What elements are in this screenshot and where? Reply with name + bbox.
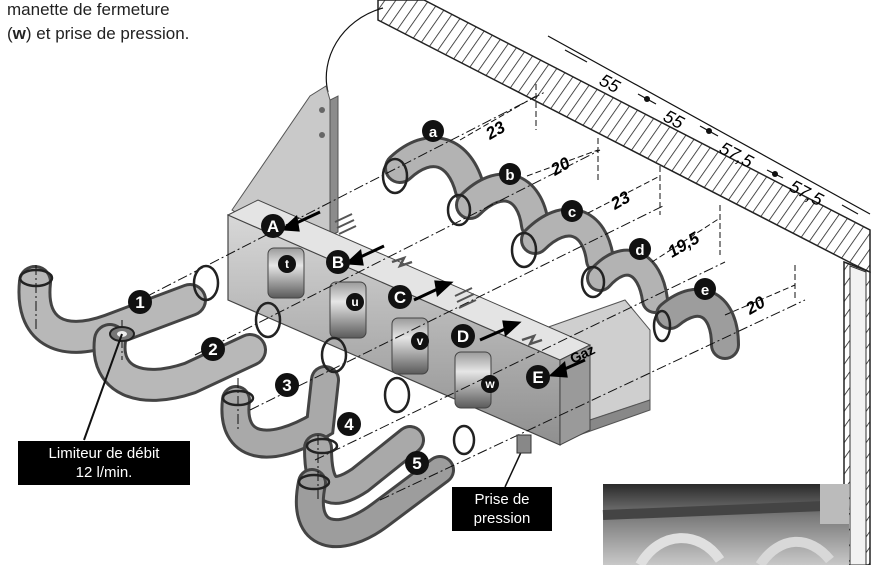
rear-pipes xyxy=(384,136,740,360)
label-A: A xyxy=(267,217,279,236)
label-C: C xyxy=(394,288,406,307)
connection-labels xyxy=(261,214,550,389)
valve-labels xyxy=(278,255,499,393)
pressure-label-line-1: Prise de xyxy=(474,491,530,508)
depth-dim-b: 20 xyxy=(547,153,574,180)
label-w: w xyxy=(484,377,495,391)
caption-w: w xyxy=(12,24,26,43)
label-E: E xyxy=(532,368,543,387)
caption-rest: ) et prise de pression. xyxy=(25,24,190,43)
caption-line-1: manette de fermeture xyxy=(7,0,170,19)
caption-text: manette de fermeture (w) et prise de pre… xyxy=(7,0,189,46)
flow-limiter-label-line-1: Limiteur de débit xyxy=(48,445,160,462)
flow-limiter-label: Limiteur de débit 12 l/min. xyxy=(18,441,190,485)
label-v: v xyxy=(417,334,424,348)
label-b: b xyxy=(505,167,514,184)
label-3: 3 xyxy=(282,376,291,395)
pressure-test-point xyxy=(516,434,532,454)
tap-symbol-icon xyxy=(391,255,543,347)
label-u: u xyxy=(351,295,358,309)
depth-dimensions xyxy=(459,84,796,316)
label-d: d xyxy=(635,242,644,259)
label-5: 5 xyxy=(412,454,421,473)
caption-leader xyxy=(325,7,384,93)
flow-limiter-label-line-2: 12 l/min. xyxy=(75,464,133,481)
heating-symbol-icon xyxy=(334,213,477,309)
wall xyxy=(377,0,871,565)
label-a: a xyxy=(429,124,438,141)
pressure-leader xyxy=(504,447,524,488)
pressure-label-line-2: pression xyxy=(473,510,531,527)
depth-dim-e: 20 xyxy=(742,292,769,319)
label-B: B xyxy=(332,253,344,272)
label-1: 1 xyxy=(135,293,144,312)
depth-dim-d: 19,5 xyxy=(665,228,704,261)
label-e: e xyxy=(701,282,709,299)
pipe-number-labels xyxy=(128,290,429,475)
label-2: 2 xyxy=(208,340,217,359)
flow-arrows xyxy=(280,210,586,378)
label-t: t xyxy=(285,257,289,271)
limiter-leader xyxy=(83,333,123,441)
caption-open: ( xyxy=(7,24,13,43)
sealing-rings xyxy=(18,157,672,491)
pressure-label: Prise de pression xyxy=(452,487,552,531)
depth-dim-a: 23 xyxy=(482,117,509,144)
front-pipes xyxy=(17,265,455,549)
caption-line-2: (w) et prise de pression. xyxy=(7,22,189,46)
label-4: 4 xyxy=(344,415,354,434)
label-c: c xyxy=(568,204,576,221)
label-D: D xyxy=(457,327,469,346)
photo-inset xyxy=(602,484,850,565)
rear-labels xyxy=(422,120,716,300)
